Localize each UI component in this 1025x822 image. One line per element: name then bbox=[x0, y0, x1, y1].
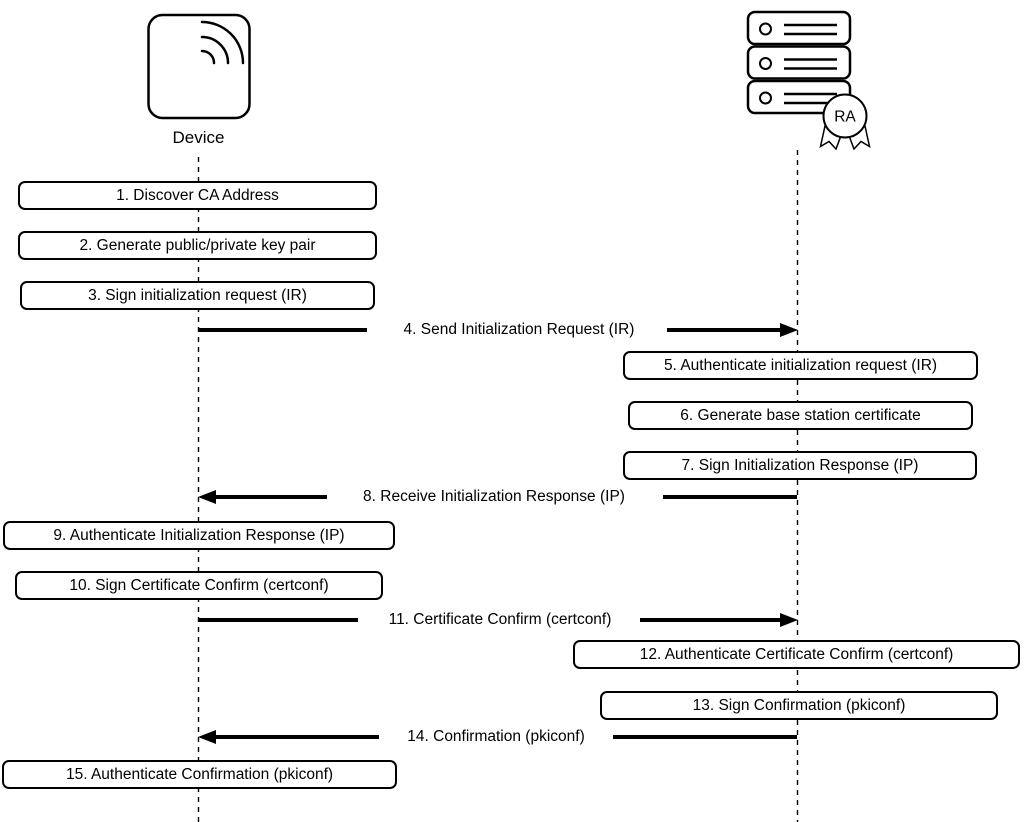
step-box-15: 15. Authenticate Confirmation (pkiconf) bbox=[2, 760, 397, 789]
wireless-device-icon bbox=[147, 13, 251, 120]
wifi-arc-inner bbox=[200, 49, 216, 65]
step-box-1: 1. Discover CA Address bbox=[18, 181, 377, 210]
message-label-8: 8. Receive Initialization Response (IP) bbox=[358, 488, 630, 506]
server-unit bbox=[746, 45, 852, 80]
arrow-line bbox=[667, 328, 780, 332]
step-box-10: 10. Sign Certificate Confirm (certconf) bbox=[15, 571, 383, 600]
server-stack-icon bbox=[746, 10, 852, 115]
ra-badge-icon: RA bbox=[819, 93, 871, 151]
arrow-line bbox=[663, 495, 797, 499]
server-unit bbox=[746, 10, 852, 46]
arrow-line bbox=[199, 618, 358, 622]
arrowhead-right-icon bbox=[780, 613, 798, 627]
arrow-line bbox=[216, 735, 379, 739]
ra-badge-label: RA bbox=[834, 109, 856, 126]
arrow-line bbox=[640, 618, 780, 622]
step-box-9: 9. Authenticate Initialization Response … bbox=[3, 521, 395, 550]
arrowhead-right-icon bbox=[780, 323, 798, 337]
message-label-11: 11. Certificate Confirm (certconf) bbox=[383, 611, 617, 629]
step-box-5: 5. Authenticate initialization request (… bbox=[623, 351, 978, 380]
actor-label-device: Device bbox=[172, 128, 225, 147]
arrowhead-left-icon bbox=[198, 730, 216, 744]
wifi-arc-outer bbox=[200, 20, 245, 65]
server-led bbox=[759, 91, 772, 105]
step-box-13: 13. Sign Confirmation (pkiconf) bbox=[600, 691, 998, 720]
message-label-14: 14. Confirmation (pkiconf) bbox=[402, 728, 590, 746]
server-led bbox=[759, 22, 772, 36]
arrowhead-left-icon bbox=[198, 490, 216, 504]
arrow-line bbox=[613, 735, 797, 739]
server-led bbox=[759, 57, 772, 70]
wifi-arc-middle bbox=[200, 35, 230, 65]
step-box-12: 12. Authenticate Certificate Confirm (ce… bbox=[573, 640, 1020, 669]
step-box-3: 3. Sign initialization request (IR) bbox=[20, 281, 375, 310]
step-box-7: 7. Sign Initialization Response (IP) bbox=[623, 451, 977, 480]
arrow-line bbox=[216, 495, 327, 499]
message-label-4: 4. Send Initialization Request (IR) bbox=[398, 321, 640, 339]
server-unit bbox=[746, 79, 852, 115]
arrow-line bbox=[198, 328, 367, 332]
step-box-6: 6. Generate base station certificate bbox=[628, 401, 973, 430]
step-box-2: 2. Generate public/private key pair bbox=[18, 231, 377, 260]
